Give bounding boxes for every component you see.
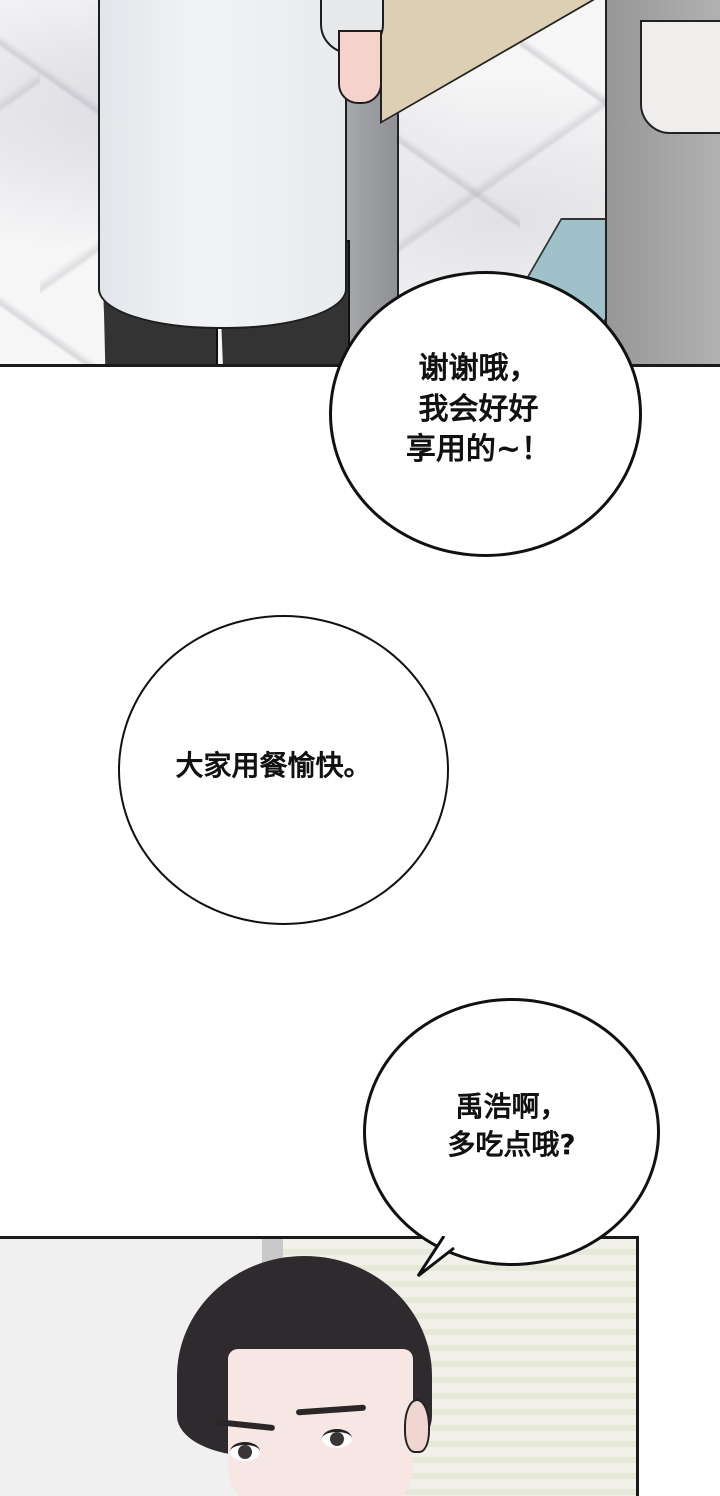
panel-top-scene: [0, 0, 720, 367]
bubble-text: 谢谢哦， 我会好好 享用的~！: [405, 351, 552, 468]
panel-bottom-scene: [0, 1236, 639, 1496]
speech-bubble-thanks: 谢谢哦， 我会好好 享用的~！: [329, 271, 642, 557]
character-ear: [404, 1399, 430, 1453]
speech-bubble-eat-more: 禹浩啊， 多吃点哦?: [363, 998, 660, 1266]
speech-bubble-tail: [416, 1236, 455, 1278]
speech-bubble-enjoy-meal: 大家用餐愉快。: [118, 615, 449, 925]
right-eye: [322, 1429, 352, 1448]
bubble-text: 禹浩啊， 多吃点哦?: [447, 1090, 576, 1161]
left-eye: [230, 1442, 260, 1461]
white-shirt: [98, 0, 347, 329]
right-person-apron: [640, 20, 720, 134]
forearm: [338, 30, 382, 104]
bubble-text: 大家用餐愉快。: [175, 749, 372, 783]
